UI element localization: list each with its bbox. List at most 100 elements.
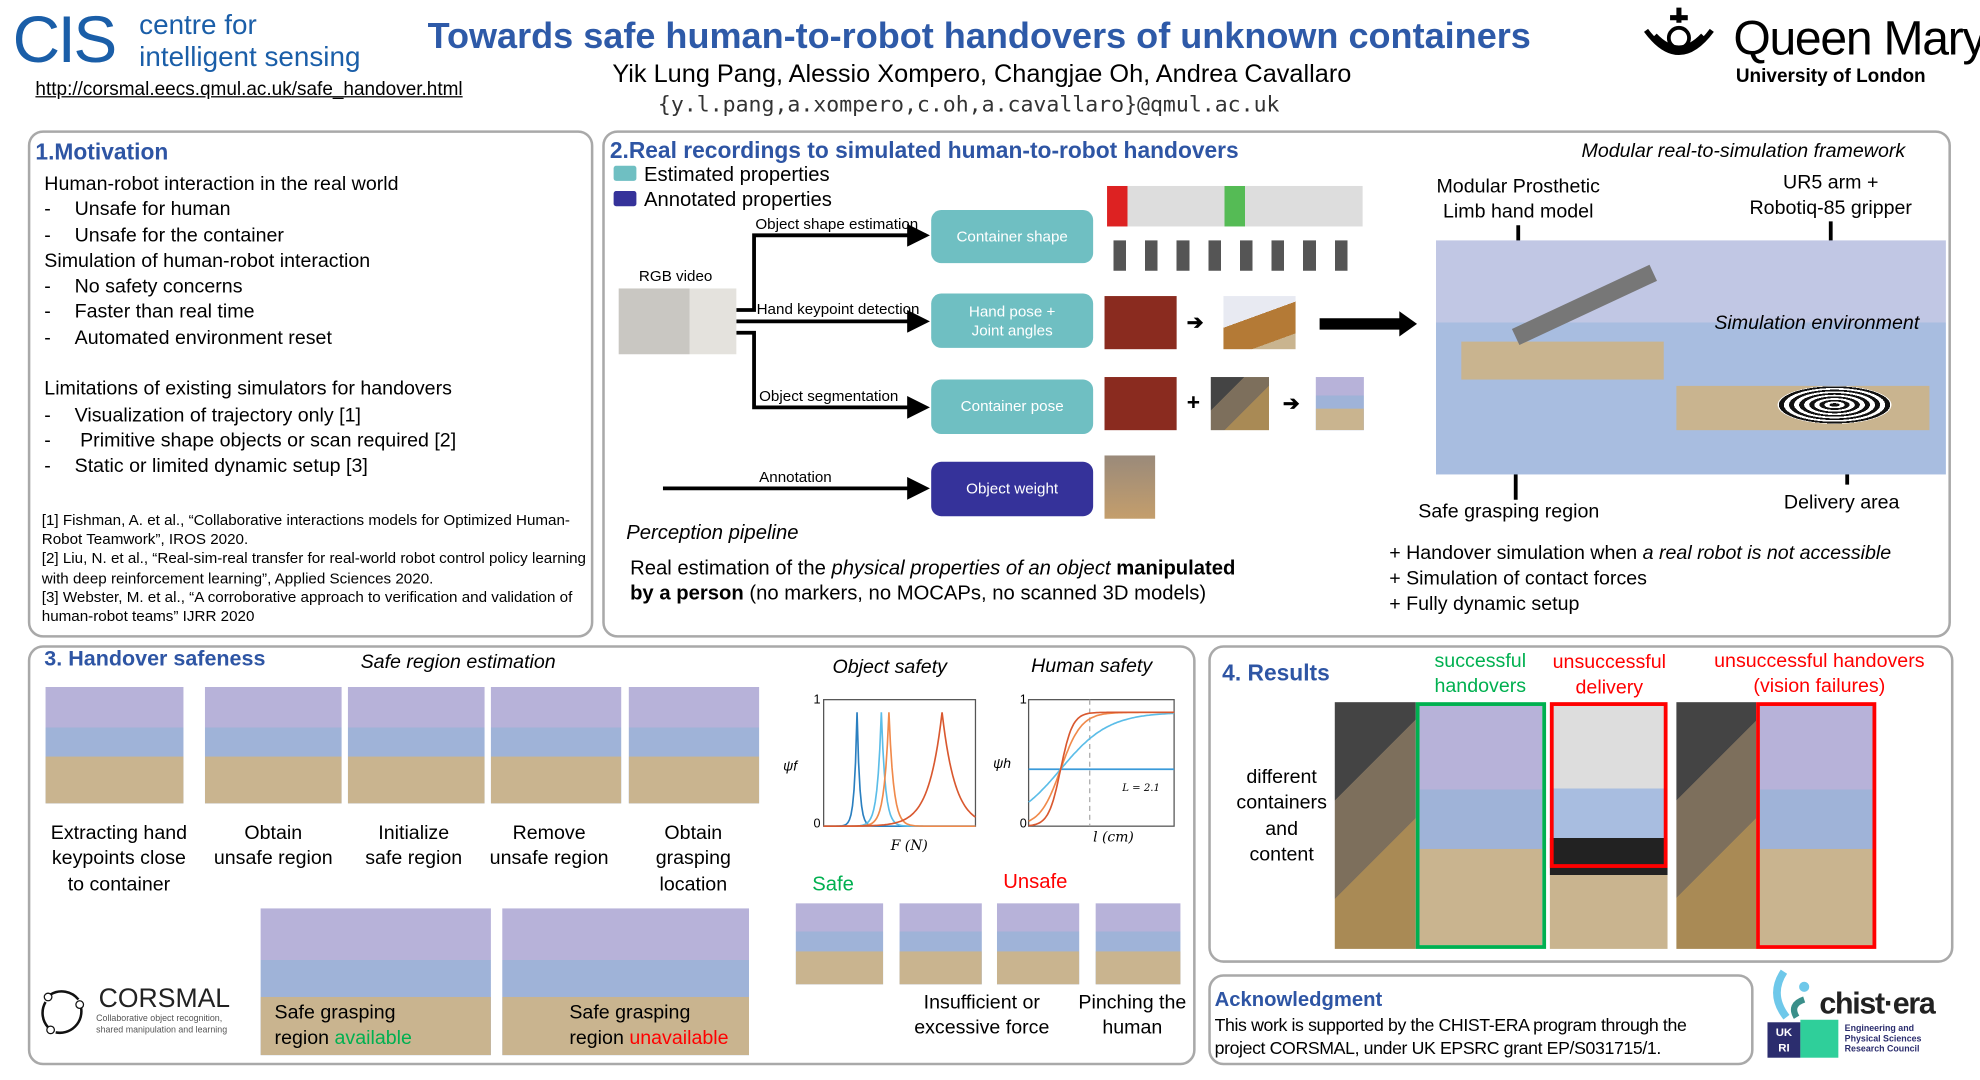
results-heading: 4. Results [1222, 660, 1330, 686]
legend-annotated: Annotated properties [613, 190, 832, 213]
object-safety-plot [823, 699, 977, 827]
corsmal-logo-icon [38, 987, 89, 1038]
ukri-logo: UK RI [1767, 1022, 1801, 1058]
text: Automated environment reset [74, 327, 332, 349]
text: manipulated [1110, 557, 1236, 580]
qm-sub: University of London [1735, 65, 1926, 88]
text: available [334, 1027, 412, 1049]
hand-keypoint-image [1104, 296, 1177, 350]
reference: [2] Liu, N. et al., “Real-sim-real trans… [41, 549, 587, 587]
legend-estimated: Estimated properties [613, 164, 830, 187]
motivation-line: Limitations of existing simulators for h… [44, 378, 456, 404]
text: Faster than real time [74, 301, 255, 324]
text: physical properties of an object [831, 557, 1111, 580]
motivation-bullet: -Static or limited dynamic setup [3] [44, 455, 456, 481]
node-hand-pose: Hand pose + Joint angles [931, 293, 1094, 348]
epsrc-text: Engineering and Physical Sciences Resear… [1844, 1024, 1922, 1054]
framework-label: Modular real-to-simulation framework [1581, 140, 1906, 162]
bullet-dash: - [44, 301, 51, 324]
references: [1] Fishman, A. et al., “Collaborative i… [42, 511, 589, 626]
segmentation-hand-image [1104, 377, 1177, 431]
node-container-shape: Container shape [931, 210, 1094, 264]
text: Limitations of existing simulators for h… [44, 378, 452, 401]
text: (no markers, no MOCAPs, no scanned 3D mo… [743, 583, 1207, 605]
reference: [1] Fishman, A. et al., “Collaborative i… [41, 511, 570, 549]
hand-model-label: Modular Prosthetic Limb hand model [1436, 175, 1600, 224]
chist-era-logo-icon [1766, 969, 1817, 1025]
chist-era-name: chist·era [1819, 986, 1935, 1022]
framework-bullet-3: + Fully dynamic setup [1389, 593, 1580, 615]
motivation-bullet: -Unsafe for the container [44, 223, 456, 249]
motivation-list: Human-robot interaction in the real worl… [44, 172, 456, 480]
step-caption-4: Remove unsafe region [489, 822, 609, 870]
text: unavailable [629, 1027, 729, 1049]
text: + Handover simulation when [1389, 542, 1643, 565]
hand-model-image [1223, 296, 1296, 350]
pinch-caption: Pinching the human [1078, 991, 1187, 1040]
text: Safe grasping [274, 1002, 396, 1024]
edge-annotation-label: Annotation [759, 468, 832, 486]
arm-label: UR5 arm + Robotiq-85 gripper [1749, 172, 1912, 220]
series-line-s4 [1028, 711, 1175, 827]
motivation-bullet: - Primitive shape objects or scan requir… [44, 429, 456, 455]
containers-label: different containers and content [1236, 766, 1327, 866]
cis-line1: centre for [139, 8, 257, 41]
text: Unsafe for the container [74, 224, 284, 247]
step-caption-2: Obtain unsafe region [213, 822, 333, 870]
plot-frame [823, 699, 977, 827]
safeness-heading: 3. Handover safeness [44, 646, 266, 671]
bullet-dash: - [44, 276, 51, 298]
vision-fail-label: unsuccessful handovers (vision failures) [1714, 650, 1925, 698]
bullet-dash: - [44, 327, 51, 349]
text: Real estimation of the [630, 557, 832, 580]
pinch-example-image [1095, 903, 1181, 985]
corsmal-name: CORSMAL [98, 984, 231, 1014]
object-xlabel: F (N) [890, 837, 928, 855]
sim-table-left [1461, 341, 1664, 380]
motivation-bullet: -Faster than real time [44, 300, 456, 326]
grasp-unavailable-image [502, 908, 749, 1056]
object-ytick-0: 0 [813, 817, 821, 832]
human-safety-plot [1027, 699, 1175, 827]
human-ylabel: ψh [993, 756, 1012, 772]
container-photos [1107, 185, 1363, 227]
text: Safe grasping [569, 1002, 691, 1024]
motivation-bullet: -Visualization of trajectory only [1] [44, 403, 456, 429]
grasp-available-image [260, 908, 491, 1056]
safe-region-label: Safe grasping region [1418, 501, 1600, 523]
human-xlabel: l (cm) [1093, 828, 1134, 846]
corsmal-sub1: Collaborative object recognition, [96, 1014, 223, 1024]
container-shapes [1113, 240, 1357, 271]
text: Visualization of trajectory only [1] [74, 404, 361, 426]
motivation-line: Simulation of human-robot interaction [44, 249, 456, 275]
step-image-4 [490, 687, 622, 804]
bullet-dash: - [44, 455, 51, 478]
excessive-example-image [996, 903, 1080, 985]
step-caption-5: Obtain grasping location [655, 822, 731, 896]
safe-label: Safe [812, 874, 854, 896]
motivation-heading: 1.Motivation [35, 139, 169, 165]
rgb-video-label: RGB video [638, 266, 713, 285]
perception-pipeline-label: Perception pipeline [626, 522, 799, 545]
simulation-image [1436, 240, 1946, 475]
text: No safety concerns [74, 276, 243, 298]
step-caption-1: Extracting hand keypoints close to conta… [50, 822, 188, 896]
ack-text-1: This work is supported by the CHIST-ERA … [1214, 1014, 1687, 1035]
human-annotation: L = 2.1 [1122, 781, 1160, 794]
motivation-bullet: -Unsafe for human [44, 198, 456, 224]
pipeline-description-2: by a person (no markers, no MOCAPs, no s… [630, 583, 1206, 606]
emails: {y.l.pang,a.xompero,c.oh,a.cavallaro}@qm… [657, 92, 1280, 118]
text: Primitive shape objects or scan required… [74, 430, 457, 452]
node-object-weight: Object weight [931, 461, 1094, 517]
project-url-link[interactable]: http://corsmal.eecs.qmul.ac.uk/safe_hand… [35, 78, 463, 100]
arrow-right-icon: ➔ [1282, 393, 1300, 415]
acknowledgment-panel [1208, 974, 1754, 1066]
plus-icon: + [1186, 389, 1201, 415]
motivation-panel [27, 130, 594, 638]
poster-title: Towards safe human-to-robot handovers of… [427, 16, 1531, 57]
force-example-image [899, 903, 982, 985]
human-safety-title: Human safety [1031, 655, 1153, 677]
ack-heading: Acknowledgment [1214, 989, 1383, 1011]
results-panel [1208, 645, 1954, 963]
cis-logo: CIS [12, 3, 118, 78]
